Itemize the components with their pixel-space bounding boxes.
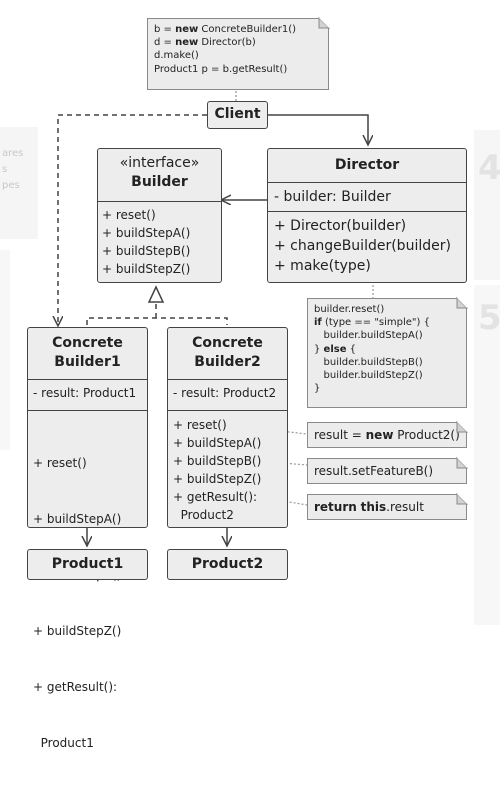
bg-panel-left [0,127,38,239]
method-row: + reset() [33,456,87,470]
builder2-header: Concrete Builder2 [168,328,287,379]
director-name: Director [334,157,400,173]
method-row: + buildStepZ() [173,472,262,486]
bg-step-number: 5 [478,298,500,338]
field-row: - result: Product2 [173,386,277,400]
build-step-b-note: result.setFeatureB() [307,458,467,484]
realization-line [86,317,228,325]
product1-label: Product1 [51,556,124,572]
builder2-name-line: Builder2 [194,354,261,370]
director-box[interactable]: Director - builder: Builder + Director(b… [267,148,467,283]
director-fields: - builder: Builder [268,182,466,211]
stereotype-label: «interface» [119,155,200,171]
client-director-arrow [268,114,368,144]
field-row: - result: Product1 [33,386,137,400]
note-fold-cut [457,494,467,504]
product2-label: Product2 [191,556,264,572]
director-methods: + Director(builder) + changeBuilder(buil… [268,211,466,280]
method-row: + buildStepB() [173,454,262,468]
method-row: + buildStepZ() [102,262,191,276]
builder-interface-box[interactable]: «interface» Builder + reset() + buildStep… [97,148,222,283]
note-fold-cut [457,422,467,432]
builder1-name-line: Builder1 [54,354,121,370]
product1-box[interactable]: Product1 [27,549,148,580]
realization-triangle-icon [147,285,165,303]
bg-fragment: pes [2,180,20,191]
builder2-methods: + reset() + buildStepA() + buildStepB() … [168,410,287,529]
builder-header: «interface» Builder [98,149,221,201]
method-row: + reset() [173,418,227,432]
bg-panel-left-lower [0,250,10,450]
builder2-name-line: Concrete [192,335,263,351]
note-fold-cut [457,298,467,308]
note-fold-cut [457,458,467,468]
method-row: Product1 [33,736,94,750]
builder2-fields: - result: Product2 [168,379,287,410]
background-layer [0,0,500,629]
bg-panel-right-lower [474,285,500,625]
method-row: + buildStepA() [173,436,262,450]
bg-text-fragment: ares s pes [2,146,23,194]
method-row: + buildStepB() [102,244,191,258]
builder1-fields: - result: Product1 [28,379,147,410]
bg-step-number: 4 [478,148,500,188]
bg-panel-right [474,130,500,280]
method-row: Product2 [173,508,234,522]
client-builder1-dependency [58,114,207,325]
note-fold-cut [319,18,329,28]
method-row: + getResult(): [173,490,258,504]
client-label: Client [214,106,261,122]
builder-name: Builder [131,174,188,190]
method-row: + Director(builder) [274,218,407,234]
method-row: + reset() [102,208,156,222]
bg-fragment: s [2,164,8,175]
get-result-note: return this.result [307,494,467,520]
note-corner-layer [318,16,469,505]
client-code-note: b = new ConcreteBuilder1() d = new Direc… [147,18,329,90]
reset-note: result = new Product2() [307,422,467,448]
builder1-header: Concrete Builder1 [28,328,147,379]
director-make-note: builder.reset() if (type == "simple") { … [307,298,467,408]
product2-box[interactable]: Product2 [167,549,288,580]
method-row: + changeBuilder(builder) [274,238,451,254]
field-row: - builder: Builder [274,189,391,205]
client-box[interactable]: Client [207,101,268,129]
builder-methods: + reset() + buildStepA() + buildStepB() … [98,201,221,282]
method-row: + buildStepA() [102,226,191,240]
bg-fragment: ares [2,148,24,159]
method-row: + getResult(): [33,680,118,694]
builder1-name-line: Concrete [52,335,123,351]
method-row: + make(type) [274,258,371,274]
method-row: + buildStepA() [33,512,122,526]
concrete-builder2-box[interactable]: Concrete Builder2 - result: Product2 + r… [167,327,288,528]
